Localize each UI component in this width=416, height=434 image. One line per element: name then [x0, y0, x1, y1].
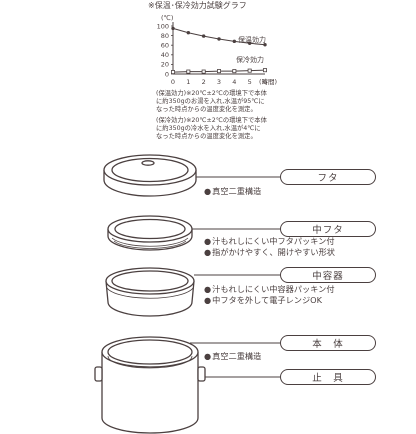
x-tick-label: 5: [248, 78, 252, 86]
inner-container-drawing: [105, 267, 195, 317]
data-point: [263, 43, 267, 47]
series-label: 保温効力: [238, 35, 266, 44]
x-tick-label: 3: [217, 78, 221, 86]
x-tick-label: 2: [202, 78, 206, 86]
inner-lid-feature-1: 汁もれしにくい中フタパッキン付: [212, 236, 335, 246]
bullet-icon: ●: [204, 186, 212, 196]
data-point: [263, 68, 268, 73]
note-cold: (保冷効力)※20℃±2℃の環境下で本体 に約350gの冷水を入れ,水温が4℃に…: [156, 117, 267, 141]
list-item: ●中フタを外して電子レンジOK: [204, 295, 335, 306]
x-tick-label: 6: [263, 78, 267, 86]
list-item: ●指がかけやすく、開けやすい形状: [204, 247, 335, 258]
lid-features: ●真空二重構造: [204, 186, 261, 197]
y-tick-label: 20: [161, 61, 169, 69]
y-tick-label: 80: [161, 32, 169, 40]
x-unit-label: (時間): [259, 78, 277, 86]
y-tick-label: 40: [161, 51, 169, 59]
chart-title: ※保温･保冷効力試験グラフ: [148, 1, 247, 10]
list-item: ●汁もれしにくい中フタパッキン付: [204, 236, 335, 247]
x-tick-label: 4: [232, 78, 236, 86]
bullet-icon: ●: [204, 284, 212, 294]
inner-container-feature-2: 中フタを外して電子レンジOK: [212, 295, 322, 305]
inner-lid-features: ●汁もれしにくい中フタパッキン付 ●指がかけやすく、開けやすい形状: [204, 236, 335, 258]
part-label-inner-lid: 中フタ: [280, 221, 376, 237]
body-features: ●真空二重構造: [204, 351, 261, 362]
inner-lid-feature-2: 指がかけやすく、開けやすい形状: [212, 247, 335, 257]
inner-lid-drawing: [107, 215, 193, 251]
bullet-icon: ●: [204, 351, 212, 361]
note-heat-line-2: に約350gのお湯を入れ,水温が95℃に: [156, 98, 265, 105]
part-label-inner-container: 中容器: [280, 267, 376, 283]
part-label-clasp: 止 具: [280, 369, 376, 385]
note-cold-line-2: に約350gの冷水を入れ,水温が4℃に: [156, 125, 261, 132]
note-heat-line-3: なった時点からの温度変化を測定。: [156, 106, 257, 113]
part-label-lid: フタ: [280, 169, 376, 185]
y-tick-label: 60: [161, 42, 169, 50]
list-item: ●汁もれしにくい中容器パッキン付: [204, 284, 335, 295]
data-point: [217, 69, 222, 74]
bullet-icon: ●: [204, 295, 212, 305]
data-point: [217, 37, 221, 41]
lid-feature-1: 真空二重構造: [212, 186, 262, 196]
exploded-diagram: [94, 154, 280, 434]
data-point: [201, 69, 206, 74]
body-drawing: [94, 336, 206, 434]
y-unit-label: (℃): [161, 14, 173, 22]
bullet-icon: ●: [204, 236, 212, 246]
note-cold-line-1: (保冷効力)※20℃±2℃の環境下で本体: [156, 117, 267, 124]
inner-container-feature-1: 汁もれしにくい中容器パッキン付: [212, 284, 335, 294]
data-point: [232, 69, 237, 74]
y-tick-label: 100: [157, 22, 169, 30]
x-tick-label: 0: [171, 78, 175, 86]
data-point: [186, 31, 191, 35]
body-feature-1: 真空二重構造: [212, 351, 262, 361]
data-point: [201, 34, 206, 38]
inner-container-features: ●汁もれしにくい中容器パッキン付 ●中フタを外して電子レンジOK: [204, 284, 335, 306]
part-label-body: 本 体: [280, 335, 376, 351]
data-point: [171, 26, 175, 31]
note-cold-line-3: なった時点からの温度変化を測定。: [156, 133, 257, 140]
data-point: [247, 41, 252, 45]
series-label: 保冷効力: [236, 55, 264, 64]
data-point: [232, 39, 237, 44]
note-heat-line-1: (保温効力)※20℃±2℃の環境下で本体: [156, 90, 267, 97]
y-tick-label: 0: [165, 70, 169, 78]
lid-drawing: [103, 154, 197, 197]
bullet-icon: ●: [204, 247, 212, 257]
data-point: [247, 68, 252, 73]
note-heat: (保温効力)※20℃±2℃の環境下で本体 に約350gのお湯を入れ,水温が95℃…: [156, 90, 267, 114]
data-point: [170, 70, 175, 75]
data-point: [186, 69, 191, 74]
x-tick-label: 1: [186, 78, 190, 86]
